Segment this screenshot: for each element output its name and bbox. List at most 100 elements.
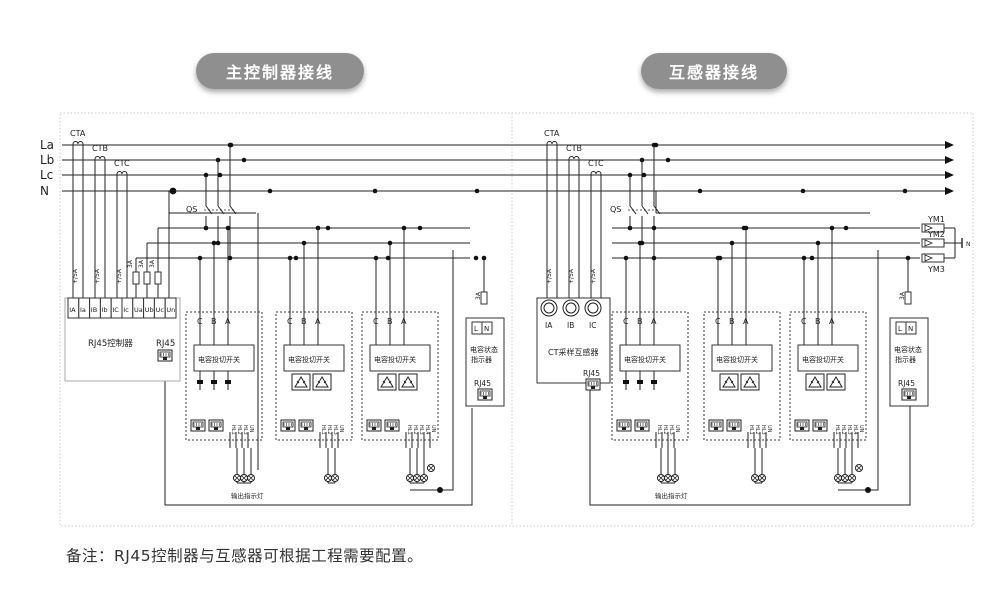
indicator-lamp-icon xyxy=(233,474,241,482)
rj45-port-icon xyxy=(157,349,173,362)
ct-label-ctc: CTC xyxy=(588,159,604,168)
wire xyxy=(164,381,473,506)
indicator-lamp-icon xyxy=(406,474,414,482)
rj45-port-icon xyxy=(634,419,650,432)
arrow-icon xyxy=(945,156,954,164)
rj45-latch xyxy=(800,427,804,430)
rj45-port-icon xyxy=(901,388,917,401)
status-terminal-n: N xyxy=(484,325,489,333)
terminal-block xyxy=(211,380,217,384)
lamp-cross xyxy=(428,465,434,471)
rj45-port-icon xyxy=(477,388,493,401)
rj45-port-icon xyxy=(384,419,400,432)
fuse-rating: 3A xyxy=(127,259,134,268)
rj45-latch xyxy=(591,386,595,389)
indicator-lamp-icon xyxy=(657,474,665,482)
cap-plate xyxy=(403,380,407,384)
phase-label: C xyxy=(715,317,721,326)
switch-label: 电容投切开关 xyxy=(802,355,844,364)
output-terminal-label: HL2 xyxy=(326,425,332,435)
controller-terminal-ib: IB xyxy=(91,306,97,314)
indicator-lamp-icon xyxy=(841,474,849,482)
fuse-icon xyxy=(132,271,140,285)
ym-arrow-icon xyxy=(924,239,934,247)
indicator-lamp-icon xyxy=(751,474,759,482)
switch-module-frame xyxy=(703,311,781,441)
indicator-lamp-icon xyxy=(420,474,428,482)
phase-label: B xyxy=(637,317,643,326)
rj45-latch xyxy=(372,427,376,430)
fuse-rating: 3A xyxy=(899,291,906,300)
rj45-latch xyxy=(304,427,308,430)
ct-label-cta: CTA xyxy=(70,129,86,138)
phase-label: A xyxy=(401,317,407,326)
junction-dot xyxy=(373,255,379,261)
cap-plate xyxy=(751,380,755,384)
controller-terminal-ic: IC xyxy=(112,306,119,314)
output-terminal-label: HL2 xyxy=(412,425,418,435)
junction-dot xyxy=(287,255,293,261)
ct-coil-icon xyxy=(546,141,558,145)
controller-terminal-ic: Ic xyxy=(123,306,129,314)
output-terminal-label: HL1 xyxy=(656,425,662,435)
junction-dot xyxy=(801,255,807,261)
cap-plate xyxy=(730,380,734,384)
cap-plate xyxy=(724,380,728,384)
indicator-lamp-icon xyxy=(834,474,842,482)
junction-dot xyxy=(627,225,633,231)
output-terminal-label: HL2 xyxy=(236,425,242,435)
switch-inner-box xyxy=(619,344,681,372)
rj45-latch xyxy=(640,427,644,430)
junction-dot xyxy=(717,255,723,261)
rj45-latch xyxy=(732,427,736,430)
output-terminal-label: UN xyxy=(248,425,254,433)
output-terminal-label: HL3 xyxy=(668,425,674,435)
junction-dot xyxy=(697,188,703,194)
status-terminal-l: L xyxy=(474,325,478,333)
cap-plate xyxy=(302,380,306,384)
rj45-port-icon xyxy=(366,419,382,432)
switch-label: 电容投切开关 xyxy=(716,355,758,364)
output-terminal-label: UN xyxy=(338,425,344,433)
junction-dot xyxy=(385,255,391,261)
junction-dot xyxy=(228,142,234,148)
rj45-latch xyxy=(286,427,290,430)
rj45-port-icon xyxy=(208,419,224,432)
junction-dot xyxy=(905,255,911,261)
indicator-label: 输出指示灯 xyxy=(655,491,688,500)
switch-label: 电容投切开关 xyxy=(198,355,240,364)
indicator-lamp-icon xyxy=(664,474,672,482)
lamp-cross xyxy=(421,475,427,481)
rj45-latch xyxy=(214,427,218,430)
rj45-latch xyxy=(714,427,718,430)
status-terminal-n: N xyxy=(908,325,913,333)
controller-terminal-ua: Ua xyxy=(134,306,143,314)
output-terminal-label: UN xyxy=(674,425,680,433)
cap-box xyxy=(377,373,397,391)
cap-box xyxy=(826,373,846,391)
junction-dot xyxy=(215,157,221,163)
indicator-lamp-icon xyxy=(240,474,248,482)
junction-dot xyxy=(267,188,273,194)
lamp-cross xyxy=(672,475,678,481)
capacitor-delta-icon xyxy=(377,373,397,391)
lamp-cross xyxy=(414,475,420,481)
bus-label-lc: Lc xyxy=(40,168,53,182)
ct-rating: +/5A xyxy=(590,268,597,284)
junction-dot xyxy=(437,487,443,493)
ct-terminal-ib: IB xyxy=(567,321,574,330)
phase-label: B xyxy=(211,317,217,326)
rj45-port-icon xyxy=(190,419,206,432)
phase-label: C xyxy=(373,317,379,326)
lamp-cross xyxy=(241,475,247,481)
indicator-lamp-icon xyxy=(247,474,255,482)
phase-label: C xyxy=(801,317,807,326)
phase-label: A xyxy=(743,317,749,326)
ym-label-ym1: YM1 xyxy=(927,215,945,224)
controller-terminal-ib: Ib xyxy=(102,306,108,314)
junction-dot xyxy=(741,225,747,231)
indicator-lamp-icon xyxy=(848,474,856,482)
junction-dot xyxy=(372,188,378,194)
switch-label: 电容投切开关 xyxy=(624,355,666,364)
lamp-cross xyxy=(752,475,758,481)
